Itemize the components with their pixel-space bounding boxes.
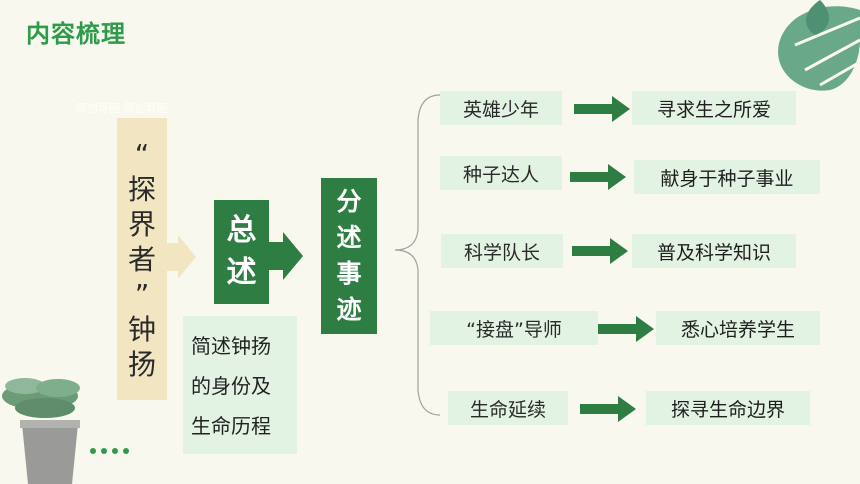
deeds-box: 分 述 事 迹 [321,178,377,334]
summary-note-line: 的身份及 [191,374,271,398]
potted-plant-decoration [2,378,80,484]
summary-box: 总 述 [214,200,269,304]
dot [123,448,129,454]
deeds-char: 迹 [336,295,362,324]
summary-note: 简述钟扬 的身份及 生命历程 [183,316,297,454]
watermark-text: 原创导图 原创导图 [76,102,168,115]
row-result: 寻求生之所爱 [632,91,796,125]
row-result: 悉心培养学生 [656,311,820,345]
arrow-icon [570,164,626,190]
arrow-icon [598,316,654,342]
deeds-char: 事 [336,259,362,288]
main-title-char: 扬 [127,347,156,381]
dot [101,448,107,454]
deeds-char: 述 [336,223,362,252]
row-result: 探寻生命边界 [646,391,810,425]
summary-char: 述 [226,255,257,290]
green-arrow-icon [269,232,303,280]
summary-note-line: 简述钟扬 [191,334,271,358]
deeds-char: 分 [336,187,362,216]
main-title-box: “ 探 界 者 ” 钟 扬 [117,118,167,400]
arrow-icon [574,96,630,122]
row-result: 献身于种子事业 [634,160,820,194]
dot [90,448,96,454]
summary-char: 总 [226,213,257,248]
pagination-dots [90,448,129,454]
bracket-connector [394,94,441,416]
arrow-icon [580,396,636,422]
row-result: 普及科学知识 [632,234,796,268]
row-label: 科学队长 [441,234,563,268]
main-title-char: 界 [127,207,156,241]
main-title-char: 探 [127,172,156,206]
arrow-icon [572,238,628,264]
tan-arrow-icon [166,235,196,279]
summary-note-line: 生命历程 [191,414,271,438]
row-label: 种子达人 [440,156,562,190]
main-title-char: “ [134,137,150,171]
page-title: 内容梳理 [26,20,126,48]
main-title-char: ” [134,277,150,311]
main-title-char: 者 [127,242,156,276]
row-label: 生命延续 [448,391,568,425]
row-label: 英雄少年 [440,91,562,125]
monstera-leaf-decoration [778,0,860,91]
row-label: “接盘”导师 [430,311,598,345]
dot [112,448,118,454]
main-title-char: 钟 [127,312,156,346]
